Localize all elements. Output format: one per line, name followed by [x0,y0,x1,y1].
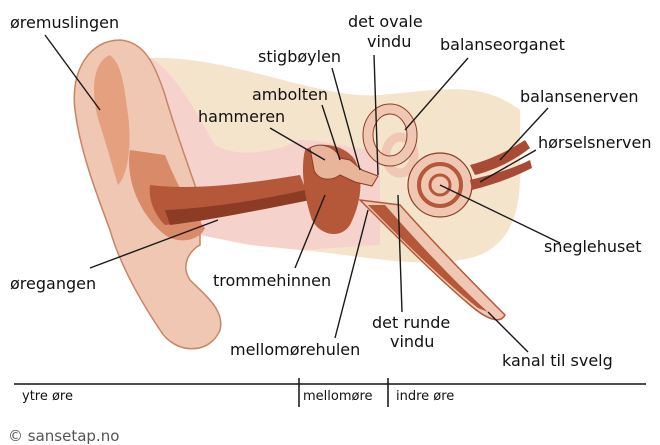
leader-kanal-til-svelg [488,312,528,352]
label-det-runde-vindu-1: det runde [372,313,450,332]
label-horselsnerven: hørselsnerven [538,133,651,152]
label-kanal-til-svelg: kanal til svelg [502,351,613,370]
label-oremuslingen: øremuslingen [10,13,119,32]
label-det-runde-vindu-2: vindu [390,332,434,351]
section-indre-ore: indre øre [396,389,454,404]
label-hammeren: hammeren [198,107,285,126]
section-mellomore: mellomøre [303,389,373,404]
credit-text: © sansetap.no [8,427,119,445]
label-stigboylen: stigbøylen [258,47,341,66]
label-balansenerven: balansenerven [520,87,639,106]
label-ambolten: ambolten [252,85,328,104]
label-sneglehuset: sneglehuset [544,237,642,256]
label-det-ovale-vindu-1: det ovale [348,12,423,31]
label-balanseorganet: balanseorganet [440,35,565,54]
section-ytre-ore: ytre øre [22,389,73,404]
label-mellomorehulen: mellomørehulen [230,340,360,359]
label-trommehinnen: trommehinnen [213,271,331,290]
label-det-ovale-vindu-2: vindu [367,32,411,51]
label-oregangen: øregangen [10,274,96,293]
